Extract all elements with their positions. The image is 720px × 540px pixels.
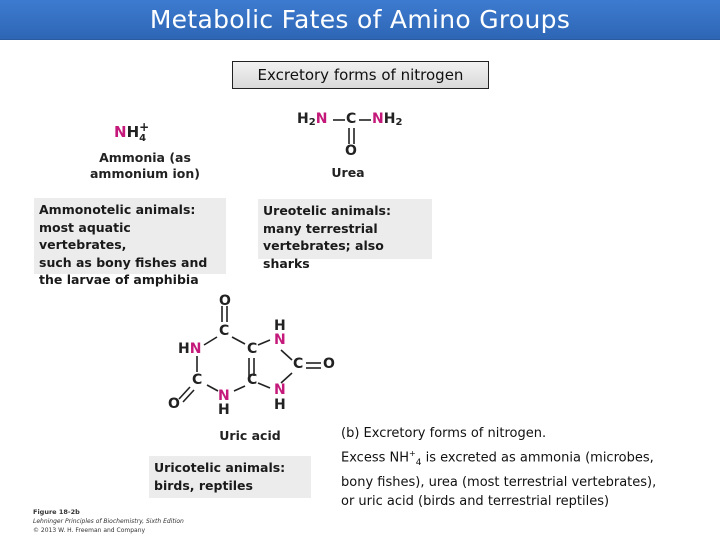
ureotelic-box: Ureotelic animals: many terrestrial vert…: [258, 199, 432, 271]
box-line: Uricotelic animals:: [154, 460, 286, 475]
urea-oxygen: O: [345, 143, 357, 159]
urea-name-text: Urea: [331, 165, 365, 180]
ammonia-name-line1: Ammonia (as: [99, 150, 191, 165]
nitrogen-bottom: N: [218, 388, 230, 404]
carbon-top: C: [219, 323, 230, 339]
uric-acid-name-text: Uric acid: [219, 428, 281, 443]
oxygen-left: O: [168, 396, 180, 412]
nitrogen-atom: N: [114, 123, 127, 141]
subscript: 2: [308, 117, 316, 128]
uric-acid-bonds: [178, 306, 321, 403]
oxygen-top: O: [219, 293, 231, 309]
h-bottom: H: [218, 402, 230, 418]
description-line: bony fishes), urea (most terrestrial ver…: [341, 474, 657, 490]
hydrogen-atom: H: [178, 341, 190, 357]
subscript: 2: [395, 117, 403, 128]
box-line: such as bony fishes and: [39, 254, 208, 270]
subscript: 4: [139, 133, 147, 144]
subtitle-label: Excretory forms of nitrogen: [257, 66, 464, 84]
title-bar: Metabolic Fates of Amino Groups: [0, 0, 720, 40]
ammonia-name: Ammonia (as ammonium ion): [70, 150, 220, 182]
oxygen-atom: O: [345, 143, 357, 159]
carbon-mid-lower: C: [247, 372, 258, 388]
urea-name: Urea: [318, 165, 378, 181]
uricotelic-box: Uricotelic animals: birds, reptiles: [149, 456, 311, 498]
urea-carbon: C: [346, 111, 356, 127]
carbon-right: C: [293, 356, 304, 372]
box-line: Ureotelic animals:: [263, 203, 391, 218]
description-line: (b) Excretory forms of nitrogen.: [341, 426, 547, 441]
urea-bonds: [333, 119, 371, 144]
copyright: © 2013 W. H. Freeman and Company: [33, 527, 146, 534]
box-line: vertebrates; also sharks: [263, 238, 384, 271]
text-fragment: Excess NH: [341, 449, 410, 465]
box-line: birds, reptiles: [154, 477, 253, 493]
hydrogen-atom: H: [126, 123, 140, 141]
carbon-atom: C: [346, 111, 357, 127]
urea-left-amine: H2N: [297, 111, 327, 128]
hydrogen-atom: H: [297, 111, 309, 127]
description: (b) Excretory forms of nitrogen. Excess …: [341, 424, 711, 512]
figure-credit: Figure 18-2b Lehninger Principles of Bio…: [33, 508, 184, 535]
book-title: Lehninger Principles of Biochemistry, Si…: [33, 518, 184, 525]
nitrogen-atom: N: [372, 111, 384, 127]
charge-sup: +: [139, 120, 150, 134]
uric-acid-name: Uric acid: [205, 428, 295, 444]
nitrogen-lower: N: [274, 382, 286, 398]
nitrogen-atom: N: [189, 341, 202, 357]
ammonia-name-line2: ammonium ion): [89, 166, 201, 181]
hydrogen-atom: H: [383, 111, 396, 127]
h-lower: H: [274, 397, 286, 413]
description-line: or uric acid (birds and terrestrial rept…: [341, 494, 610, 510]
subscript: 4: [415, 457, 422, 468]
box-line: most aquatic vertebrates,: [39, 219, 131, 253]
nitrogen-upper: N: [274, 332, 286, 348]
carbon-mid-upper: C: [247, 341, 258, 357]
h-upper: H: [274, 318, 286, 334]
page-title: Metabolic Fates of Amino Groups: [149, 5, 571, 34]
text-fragment: is excreted as ammonia (microbes,: [421, 449, 654, 465]
carbon-left: C: [192, 372, 203, 388]
ammonia-formula: NH+4: [114, 120, 150, 144]
urea-right-amine: NH2: [372, 111, 402, 128]
box-line: Ammonotelic animals:: [39, 202, 196, 217]
subtitle-box: Excretory forms of nitrogen: [232, 61, 489, 89]
oxygen-right: O: [323, 356, 335, 372]
nitrogen-atom: N: [315, 111, 328, 127]
box-line: many terrestrial: [263, 220, 378, 236]
figure-number: Figure 18-2b: [33, 508, 80, 516]
nh-left: HN: [178, 341, 201, 357]
description-line: Excess NH+4 is excreted as ammonia (micr…: [341, 444, 711, 473]
ammonotelic-box: Ammonotelic animals: most aquatic verteb…: [34, 198, 226, 287]
box-line: the larvae of amphibia: [39, 272, 199, 287]
superscript: +: [409, 448, 416, 458]
